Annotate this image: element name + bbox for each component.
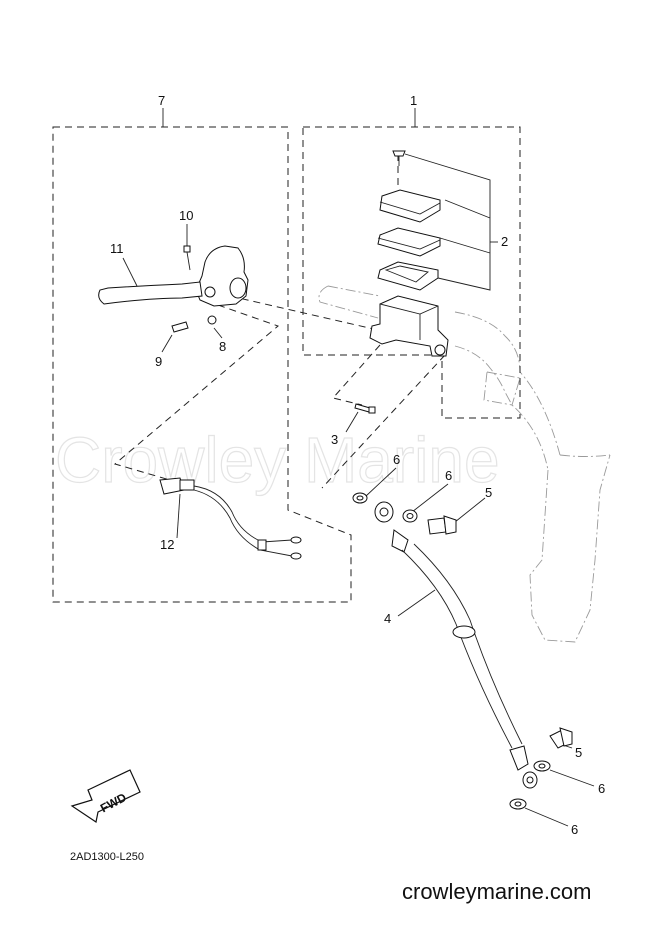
watermark-text: Crowley Marine xyxy=(55,424,500,496)
callout-9: 9 xyxy=(155,354,162,369)
callout-1: 1 xyxy=(410,93,417,108)
fwd-arrow: FWD xyxy=(70,769,141,823)
lever-holder xyxy=(195,245,249,307)
washer-6b xyxy=(402,509,418,523)
callout-6c: 6 xyxy=(598,781,605,796)
guide-lines xyxy=(113,154,446,489)
callout-5b: 5 xyxy=(575,745,582,760)
pin-9 xyxy=(171,321,189,333)
washer-6c xyxy=(533,760,551,772)
callout-6a: 6 xyxy=(393,452,400,467)
assembly-box-7 xyxy=(52,126,352,603)
reservoir-cap xyxy=(379,189,441,223)
callout-12: 12 xyxy=(160,537,174,552)
callout-2: 2 xyxy=(501,234,508,249)
washer-6d xyxy=(509,798,527,810)
nut-8 xyxy=(207,315,217,325)
diaphragm-plate xyxy=(377,227,441,257)
callout-7: 7 xyxy=(158,93,165,108)
callout-10: 10 xyxy=(179,208,193,223)
callout-8: 8 xyxy=(219,339,226,354)
callout-4: 4 xyxy=(384,611,391,626)
brake-switch xyxy=(159,477,302,560)
callout-5a: 5 xyxy=(485,485,492,500)
callout-11: 11 xyxy=(110,241,124,256)
callout-3: 3 xyxy=(331,432,338,447)
bolt-3 xyxy=(354,403,376,414)
union-bolt-5b xyxy=(549,727,573,749)
master-cylinder xyxy=(369,295,449,357)
reservoir-screw xyxy=(392,150,406,166)
handlebar-outline xyxy=(318,285,611,643)
brake-hose xyxy=(374,501,538,789)
diaphragm xyxy=(377,261,439,291)
callout-6b: 6 xyxy=(445,468,452,483)
washer-6a xyxy=(352,492,368,504)
union-bolt-5a xyxy=(427,515,457,535)
bolt-10 xyxy=(183,245,191,271)
part-code: 2AD1300-L250 xyxy=(70,851,144,863)
brake-lever xyxy=(98,281,203,305)
leader-lines xyxy=(122,108,595,827)
assembly-box-1 xyxy=(302,126,521,419)
site-name: crowleymarine.com xyxy=(402,879,592,904)
callout-6d: 6 xyxy=(571,822,578,837)
